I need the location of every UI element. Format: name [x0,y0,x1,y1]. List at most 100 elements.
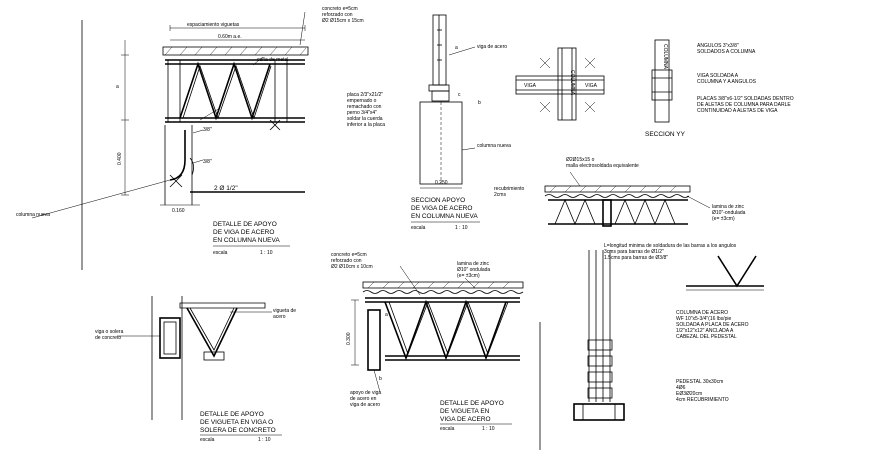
section-beam-support [419,14,476,189]
concrete-slab [162,46,309,56]
note-mesh-2: malla electrosoldada equivalente [566,163,639,169]
label-plate-note-4: perno 3/4"x4" [347,110,377,116]
slab-joist-detail [544,171,711,227]
detail-beam-support-new-column [31,11,309,270]
pedestal-3: EØ3Ø20cm [676,391,702,397]
label-joist-spacing: espaciamiento viguetas [187,22,240,28]
label-dim-h: 0.400 [117,152,123,165]
note-mesh-1: Ø2Ø15x15 o [566,157,595,163]
bc-concrete-1: concreto e=5cm [331,252,367,258]
bc-title-3: VIGA DE ACERO [440,416,491,423]
col-note-4: 1/2"x12"x12" ANCLADA A [676,328,734,334]
label-concrete-beam-2: de concreto [95,335,121,341]
note-lap-1: L=longitud minima de soldadura de las ba… [604,243,737,249]
plan-column-beam-joint [515,39,673,123]
steel-column-pedestal [539,250,625,450]
label-beam-plan: VIGA [524,83,537,89]
pedestal-1: PEDESTAL 30x30cm [676,379,723,385]
bl-title-1: DETALLE DE APOYO [200,411,264,418]
section-yy-title: SECCION YY [645,131,686,138]
lap-weld-detail [686,255,764,291]
pedestal-2: 4Ø6 [676,385,686,391]
label-plate-note-6: inferior a la placa [347,122,385,128]
note-zinc-2: Ø10"-ondulada [712,210,746,216]
note-yy-9: CONTINUIDAD A ALETAS DE VIGA [697,108,778,114]
label-new-column: columna nueva [16,212,50,218]
detail-joist-concrete-beam [118,296,272,420]
note-yy-1: ANGULOS 3"x3/8" [697,43,739,49]
note-zinc-3: (e= ±3cm) [712,216,735,222]
label-bars: 2 Ø 1/2" [214,185,238,192]
note-zinc-1: lamina de zinc [712,204,744,210]
label-plate-note-2: empernado o [347,98,377,104]
center-scale-value: 1 : 10 [455,225,468,231]
title-line-2: DE VIGA DE ACERO [213,229,274,236]
note-yy-8: DE ALETAS DE COLUMNA PARA DARLE [697,102,791,108]
label-concrete-beam-1: viga o solera [95,329,124,335]
bc-support-3: viga de acero [350,402,380,408]
marker-b-center: b [478,100,481,106]
bc-scale-label: escala [440,426,455,432]
label-joist-2: acero [273,314,286,320]
bc-zinc-2: Ø10" ondulada [457,267,490,273]
bc-scale-value: 1 : 10 [482,426,495,432]
bc-dim-h: 0.300 [346,332,352,345]
label-concrete-note-3: Ø2 Ø15cm x 15cm [322,18,364,24]
bc-support-1: apoyo de viga [350,390,381,396]
bl-title-2: DE VIGUETA EN VIGA O [200,419,273,426]
center-title-1: SECCION APOYO [411,197,465,204]
label-plate-note-5: soldar la cuerda [347,116,383,122]
marker-a-center: a [455,45,458,51]
scale-value: 1 : 10 [260,250,273,256]
bc-support-2: de acero en [350,396,377,402]
note-cover-2: 2cms [494,192,506,198]
label-column-plan: COLUMNA [569,70,575,96]
label-concrete-note-1: concreto e=5cm [322,6,358,12]
label-column-yy: COLUMNA [662,44,668,70]
title-line-3: EN COLUMNA NUEVA [213,237,280,244]
bl-title-3: SOLERA DE CONCRETO [200,427,276,434]
center-title-2: DE VIGA DE ACERO [411,205,472,212]
bc-concrete-2: reforzado con [331,258,362,264]
bl-scale-value: 1 : 10 [258,437,271,443]
bc-title-2: DE VIGUETA EN [440,408,490,415]
bl-scale-label: escala [200,437,215,443]
label-concrete-note-2: reforzado con [322,12,353,18]
col-note-1: COLUMNA DE ACERO [676,310,728,316]
bc-title-1: DETALLE DE APOYO [440,400,504,407]
marker-a-bottom: a [385,312,388,318]
note-yy-2: SOLDADOS A COLUMNA [697,49,756,55]
note-yy-4: VIGA SOLDADA A [697,73,739,79]
label-beam-plan-2: VIGA [585,83,598,89]
title-line-1: DETALLE DE APOYO [213,221,277,228]
label-center-dim: 0.250 [435,180,448,186]
label-plate-note-1: placa 2/3"x21/2" [347,92,383,98]
bc-zinc-3: (e= ±3cm) [457,273,480,279]
detail-joist-steel-beam [351,265,524,393]
note-yy-7: PLACAS 3/8"x6-1/2" SOLDADAS DENTRO [697,96,794,102]
marker-a: a [116,84,119,90]
label-metal-wedge: cuña de metal [257,57,288,63]
label-joist-1: vigueta de [273,308,296,314]
pedestal-4: 4cm RECUBRIMIENTO [676,397,729,403]
label-weld-a: 3/8" [203,127,212,133]
col-note-3: SOLDADA A PLACA DE ACERO [676,322,749,328]
bc-zinc-1: lamina de zinc [457,261,489,267]
label-center-column: columna nueva [477,143,511,149]
note-cover-1: recubrimiento [494,186,525,192]
bc-concrete-3: Ø2 Ø10cm x 10cm [331,264,373,270]
marker-c-center: c [458,92,461,98]
col-note-2: WF 10"x5-3/4"(16 lbs/pie [676,316,731,322]
center-scale-label: escala [411,225,426,231]
center-title-3: EN COLUMNA NUEVA [411,213,478,220]
marker-b-bottom: b [379,376,382,382]
label-dim-b: 0.160 [172,208,185,214]
note-lap-3: 1.5cms para barras de Ø3/8" [604,255,668,261]
col-note-5: CABEZAL DEL PEDESTAL [676,334,737,340]
note-yy-5: COLUMNA Y A ANGULOS [697,79,757,85]
label-steel-beam: viga de acero [477,44,507,50]
label-plate-note-3: remachado con [347,104,382,110]
scale-label: escala [213,250,228,256]
label-width: 0.60m a.e. [218,34,242,40]
